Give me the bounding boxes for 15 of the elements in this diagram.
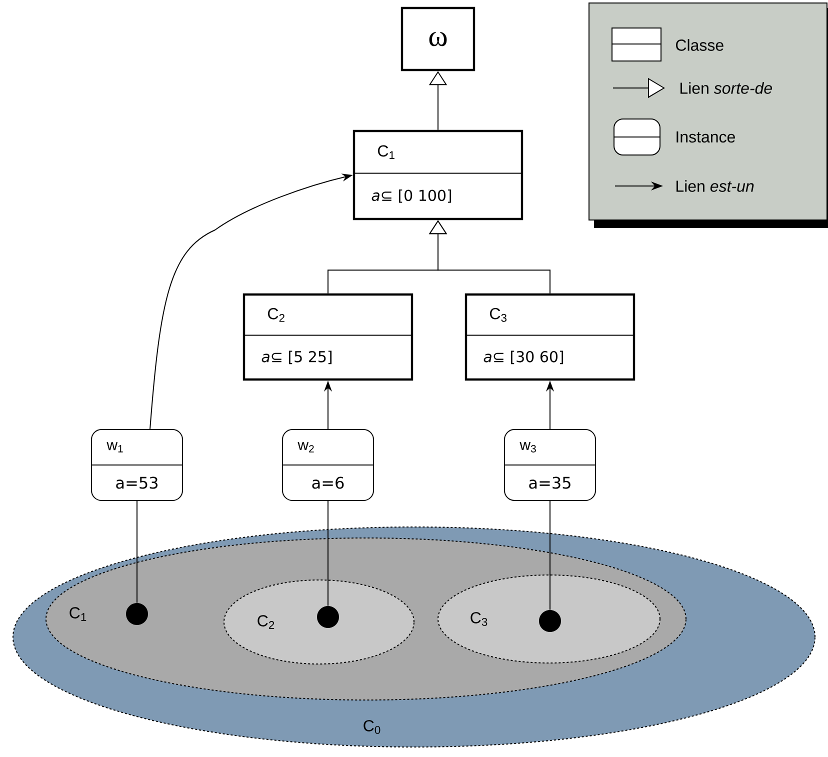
connector: [136, 500, 138, 604]
instance-box: w$_{3}$ a=35: [504, 429, 596, 501]
class-box: C$_{3}$ a⊆ [30 60]: [464, 293, 636, 381]
class-box: C$_{2}$ a⊆ [5 25]: [242, 293, 414, 381]
instance-dot: [317, 606, 339, 628]
instance-box: w$_{1}$ a=53: [91, 429, 183, 501]
instance-dot: [539, 610, 561, 632]
instance-box: w$_{2}$ a=6: [282, 429, 374, 501]
legend-label: Lien sorte-de: [680, 82, 772, 94]
class-box: C$_{1}$ a⊆ [0 100]: [352, 130, 524, 220]
legend-label: Lien est-un: [676, 180, 754, 192]
legend-label: Instance: [676, 131, 735, 143]
instance-dot: [126, 603, 148, 625]
legend-label: Classe: [676, 39, 724, 51]
class-box: ω: [400, 6, 476, 72]
